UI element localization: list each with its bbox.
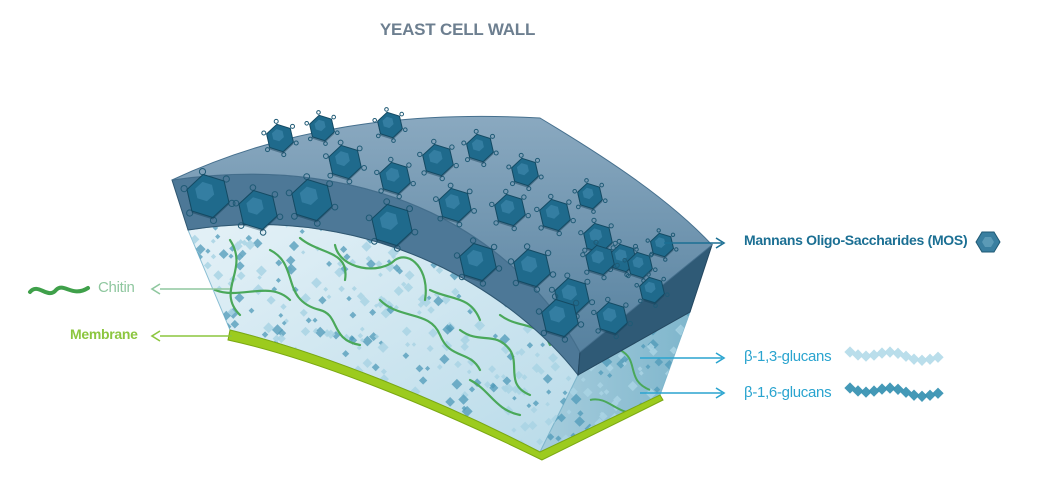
mos-hexagon [591,296,633,340]
mos-hexagon [489,188,531,232]
mos-hexagon [323,139,368,185]
mos-hexagon [261,118,299,158]
beta13-glucans-label: β-1,3-glucans [744,348,832,365]
mos-hexagon [374,156,416,200]
mos-hexagon [535,293,585,343]
mos-hexagon [365,198,419,252]
beta13-legend-icon [844,346,944,366]
mos-hexagons [180,107,679,343]
chitin-label: Chitin [98,279,135,296]
mos-label: Mannans Oligo-Saccharides (MOS) [744,232,968,248]
mos-hexagon [372,107,408,143]
membrane-label: Membrane [70,326,138,342]
mos-hexagon [433,182,478,228]
mos-hexagon [232,184,284,236]
beta16-legend-icon [844,382,944,402]
mos-hexagon [453,237,503,287]
mos-hexagon [506,152,544,192]
mos-hexagon [304,110,340,146]
mos-hexagon [534,193,576,237]
mos-hexagon [180,168,236,224]
mos-legend-icon [975,231,1001,253]
mos-hexagon [507,243,557,293]
chitin-legend-icon [28,285,90,296]
mos-hexagon [285,173,339,227]
label-arrows [150,237,726,399]
mos-hexagon [578,217,618,259]
mos-hexagon [645,228,679,262]
beta16-glucans-label: β-1,6-glucans [744,384,832,401]
chitin-fibers [213,236,552,417]
mos-hexagon [580,239,620,281]
mos-hexagon [634,272,670,308]
mos-hexagon [461,128,499,168]
mos-hexagon [417,138,459,182]
mos-hexagon [572,178,608,214]
membrane-strip [227,329,664,461]
diagram-title: YEAST CELL WALL [379,20,536,39]
